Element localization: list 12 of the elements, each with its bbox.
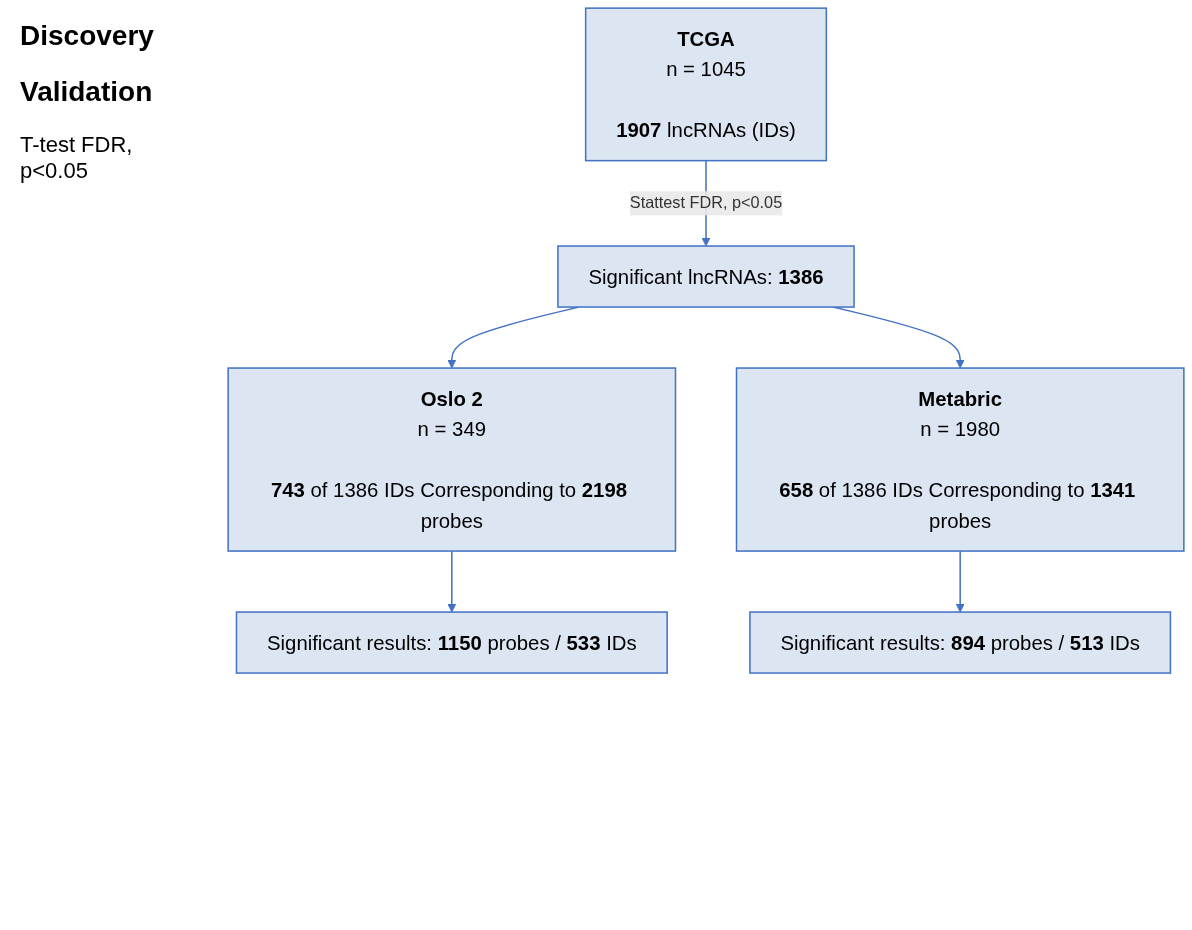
node-box: TCGA n = 1045 1907 lncRNAs (IDs): [584, 7, 828, 162]
arrow: [447, 550, 457, 613]
test-note: T-test FDR, p<0.05: [20, 132, 134, 184]
node-box: Significant results: 894 probes / 513 IDs: [749, 611, 1172, 674]
node-box: Significant results: 1150 probes / 533 IDs: [235, 611, 668, 674]
node-box: Oslo 2 n = 349 743 of 1386 IDs Corresponding to 2198 probes: [227, 367, 677, 552]
node-box: Metabric n = 1980 658 of 1386 IDs Corresponding to 1341 probes: [735, 367, 1185, 552]
edge-label: Stattest FDR, p<0.05: [629, 194, 783, 212]
node-box: Significant lncRNAs: 1386: [557, 245, 855, 308]
arrow: [955, 550, 965, 613]
stage-heading: Discovery: [20, 20, 155, 52]
stage-heading: Validation: [20, 76, 154, 108]
